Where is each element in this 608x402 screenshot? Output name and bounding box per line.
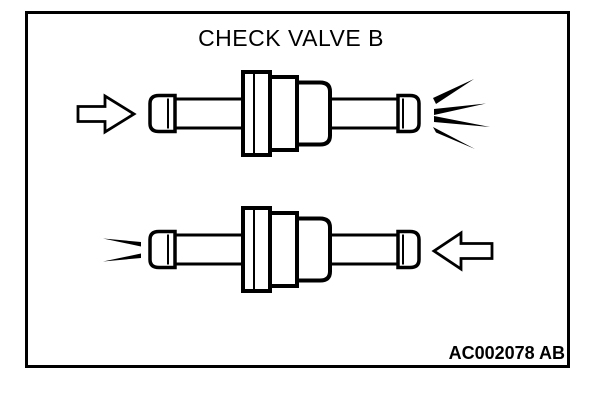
arrow-left-icon	[431, 230, 494, 272]
check-valve-top	[148, 70, 421, 157]
figure-code: AC002078 AB	[449, 343, 565, 363]
weak-spray-icon	[103, 238, 141, 262]
figure-title: CHECK VALVE B	[198, 25, 384, 51]
spray-burst-icon	[433, 79, 490, 149]
check-valve-bottom	[148, 206, 421, 293]
figure-border	[25, 11, 570, 368]
arrow-right-icon	[76, 93, 137, 135]
